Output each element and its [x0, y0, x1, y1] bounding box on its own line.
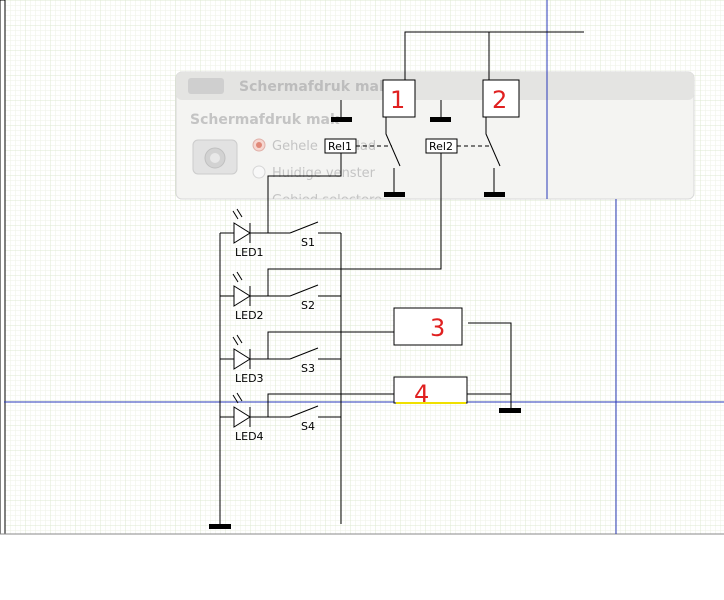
left-border [0, 0, 6, 535]
switch-4-label: S4 [301, 420, 315, 433]
relay-1-label: Rel1 [328, 140, 352, 153]
radio-whole-screen-dot [256, 142, 262, 148]
switch-2[interactable] [289, 284, 319, 297]
load-4[interactable]: 4 [267, 376, 521, 417]
load-4-box [393, 376, 468, 404]
led-row-3: LED3 S3 [220, 334, 341, 385]
led-3-label: LED3 [235, 372, 264, 385]
led-4[interactable] [233, 406, 251, 428]
switch-3[interactable] [289, 347, 319, 360]
wire-rel2-led2 [267, 153, 442, 296]
led-2-label: LED2 [235, 309, 264, 322]
relay-2-ground [484, 192, 505, 197]
option-whole-screen[interactable]: Gehele [272, 139, 318, 154]
led-row-2: LED2 S2 [220, 271, 341, 322]
load-3[interactable]: 3 [267, 307, 512, 408]
dialog-heading: Schermafdruk mak [190, 112, 340, 128]
wire-rel1-led1 [267, 153, 342, 233]
switch-3-label: S3 [301, 362, 315, 375]
relay-1-top-bar [331, 117, 352, 122]
led-row-4: LED4 S4 [220, 392, 341, 443]
load-4-number: 4 [414, 380, 429, 408]
led-2[interactable] [233, 285, 251, 307]
supply-bus [404, 31, 584, 80]
relay-2-coil [482, 79, 520, 118]
led-row-1: LED1 S1 [220, 208, 341, 259]
load-3-number: 3 [430, 314, 445, 342]
switch-4[interactable] [289, 405, 319, 418]
relay-1-ground [384, 192, 405, 197]
dialog-title: Schermafdruk mak [239, 79, 389, 95]
screenshot-dialog: Schermafdruk mak Schermafdruk mak Gehele… [175, 71, 695, 208]
radio-current-window[interactable] [252, 165, 266, 179]
left-rail-ground [209, 524, 231, 529]
led-3[interactable] [233, 348, 251, 370]
option-current-window[interactable]: Huidige venster [272, 166, 376, 181]
led-1-label: LED1 [235, 246, 264, 259]
led-4-label: LED4 [235, 430, 264, 443]
dialog-title-icon [188, 78, 224, 94]
camera-icon [192, 139, 238, 175]
relay-1-number: 1 [390, 86, 405, 114]
relay-1-coil [382, 79, 416, 118]
switch-1[interactable] [289, 221, 319, 234]
load-3-box [393, 307, 463, 346]
relay-2[interactable]: 2 Rel2 [425, 79, 520, 197]
relay-1[interactable]: 1 Rel1 [324, 79, 416, 197]
switch-2-label: S2 [301, 299, 315, 312]
relay-2-number: 2 [492, 86, 507, 114]
load-ground [499, 408, 521, 413]
switch-1-label: S1 [301, 236, 315, 249]
relay-2-label: Rel2 [429, 140, 453, 153]
relay-2-top-bar [430, 117, 451, 122]
led-1[interactable] [233, 222, 251, 244]
option-select-area[interactable]: Gebied selectere [272, 193, 382, 208]
